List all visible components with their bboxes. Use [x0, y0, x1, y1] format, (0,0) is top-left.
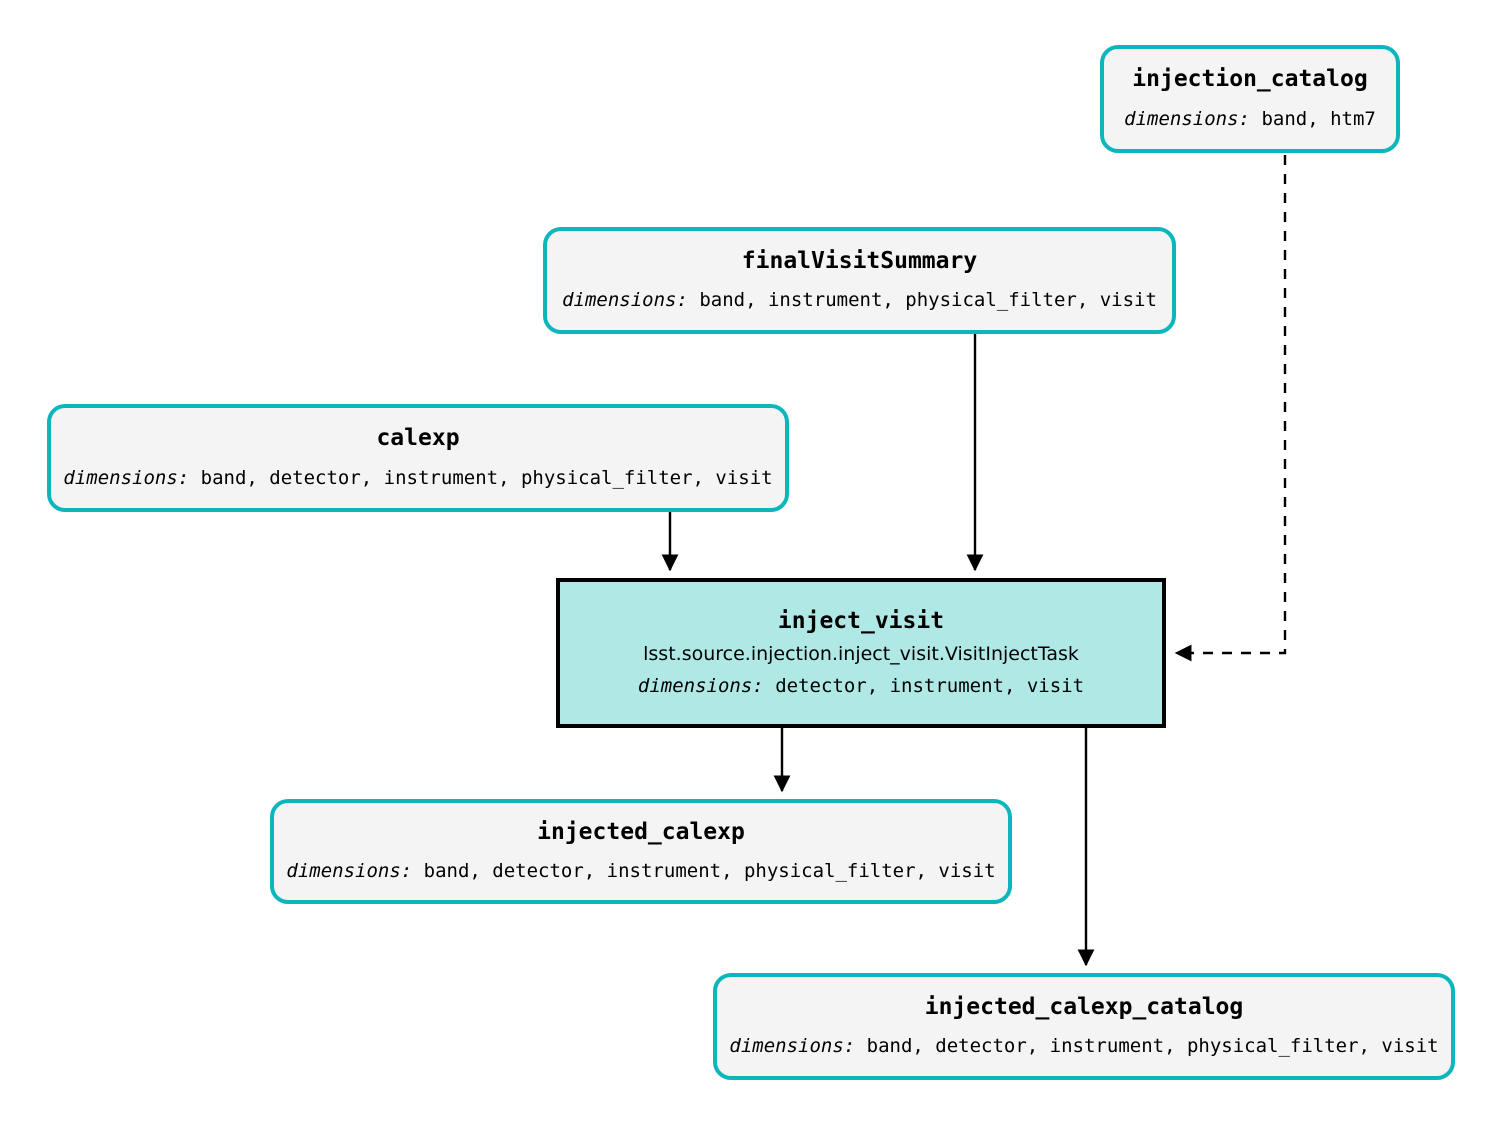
node-dimensions: dimensions: band, detector, instrument, …: [286, 860, 996, 883]
dimensions-label: dimensions:: [729, 1035, 856, 1058]
dimensions-value: band, detector, instrument, physical_fil…: [855, 1035, 1439, 1058]
dimensions-label: dimensions:: [63, 466, 190, 489]
node-title: calexp: [376, 425, 460, 452]
node-inject-visit[interactable]: inject_visit lsst.source.injection.injec…: [556, 578, 1166, 728]
node-dimensions: dimensions: band, instrument, physical_f…: [562, 289, 1157, 312]
dimensions-label: dimensions:: [1124, 107, 1250, 130]
node-final-visit-summary[interactable]: finalVisitSummary dimensions: band, inst…: [543, 227, 1176, 334]
node-injection-catalog[interactable]: injection_catalog dimensions: band, htm7: [1100, 45, 1400, 153]
node-title: injected_calexp: [537, 818, 745, 845]
dimensions-value: detector, instrument, visit: [763, 674, 1085, 697]
node-injected-calexp-catalog[interactable]: injected_calexp_catalog dimensions: band…: [713, 973, 1455, 1080]
node-dimensions: dimensions: detector, instrument, visit: [637, 674, 1085, 698]
node-dimensions: dimensions: band, detector, instrument, …: [63, 466, 773, 490]
dimensions-value: band, instrument, physical_filter, visit: [687, 289, 1157, 312]
dimensions-value: band, detector, instrument, physical_fil…: [412, 860, 996, 883]
node-title: injection_catalog: [1132, 66, 1368, 93]
node-title: injected_calexp_catalog: [924, 993, 1244, 1020]
dimensions-value: band, htm7: [1250, 107, 1376, 130]
node-calexp[interactable]: calexp dimensions: band, detector, instr…: [47, 404, 789, 512]
node-dimensions: dimensions: band, htm7: [1124, 107, 1376, 131]
edge-injection-catalog-to-inject-visit: [1174, 155, 1287, 662]
node-dimensions: dimensions: band, detector, instrument, …: [729, 1035, 1439, 1058]
node-title: finalVisitSummary: [741, 247, 978, 274]
node-task-class: lsst.source.injection.inject_visit.Visit…: [643, 642, 1079, 665]
dimensions-label: dimensions:: [562, 289, 688, 312]
node-injected-calexp[interactable]: injected_calexp dimensions: band, detect…: [270, 799, 1012, 904]
node-title: inject_visit: [777, 607, 945, 634]
dimensions-value: band, detector, instrument, physical_fil…: [189, 466, 773, 489]
dimensions-label: dimensions:: [286, 860, 413, 883]
dimensions-label: dimensions:: [637, 674, 764, 697]
